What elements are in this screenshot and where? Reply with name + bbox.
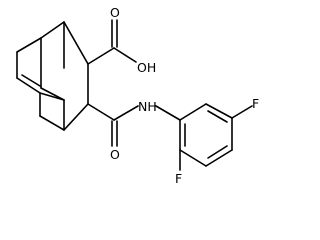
bond-aryl-1 [179,103,207,121]
structure-canvas: O OH O NH F F [16,5,259,186]
bond-aryl-inner-2 [207,145,228,159]
bond-alkene-second [21,74,41,87]
bond-bridge-a [40,87,65,101]
bond-c-f-top [231,105,253,119]
bond-aryl-4 [205,149,233,167]
bond-amide-n [113,105,139,121]
bond-bridgehead-top [40,21,65,39]
carboxylic-acid-group: O OH [87,5,156,75]
atom-amide-nh: NH [138,99,157,114]
bond-c-amide [87,103,115,121]
bond-n-aryl [155,105,181,121]
bond-aryl-inner-1 [207,110,228,123]
atom-carboxyl-oxygen: O [110,5,120,20]
bond-cyclo-c1-c2 [16,37,42,53]
bond-aryl-5 [179,149,207,167]
bond-ring-c5-left [39,115,65,131]
atom-fluorine-top: F [252,96,259,111]
atom-fluorine-bottom: F [175,171,182,186]
norbornene-cage [16,21,89,131]
molecule-drawing: O OH O NH F F [16,5,259,186]
atom-hydroxyl: OH [137,60,156,75]
bond-aryl-2 [205,103,233,119]
bond-bridge-b [39,92,65,101]
bond-c-carboxyl [87,47,115,65]
bond-ring-c4-c5 [63,103,89,131]
bond-alkene [16,77,41,94]
bond-ring-c2-c3 [63,21,89,65]
amide-group: O NH [87,99,181,162]
atom-amide-oxygen: O [110,147,120,162]
difluorophenyl-ring: F F [175,96,259,186]
bond-c-oh [113,47,137,63]
